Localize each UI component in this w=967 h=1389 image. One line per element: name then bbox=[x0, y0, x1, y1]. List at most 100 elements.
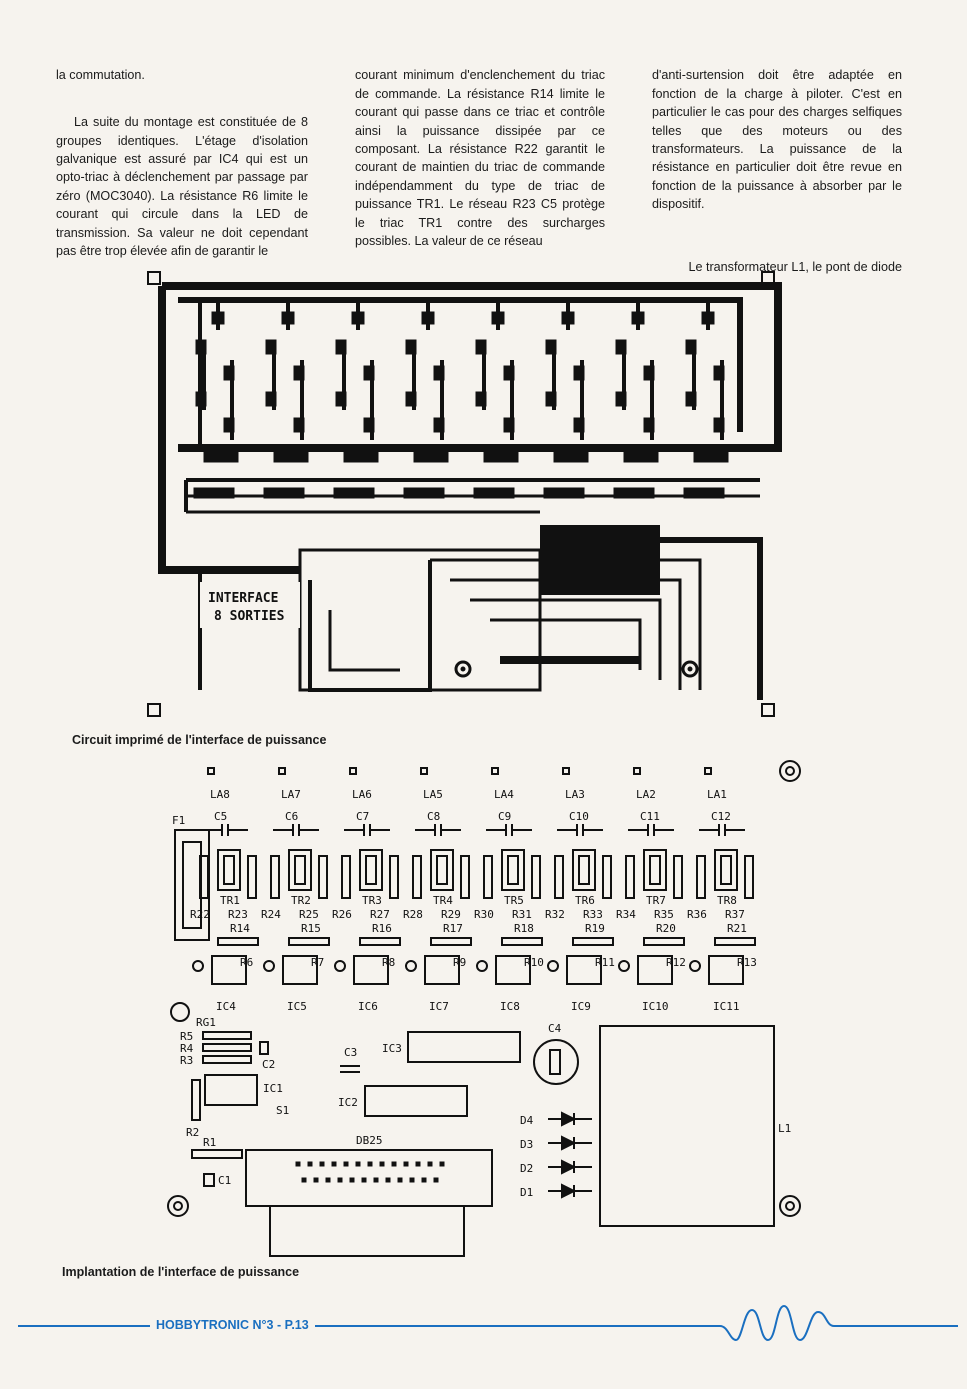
db25-pin bbox=[367, 1161, 373, 1167]
capacitor-label: C12 bbox=[711, 810, 731, 823]
pcb-pad bbox=[293, 365, 305, 381]
d4-label: D4 bbox=[520, 1114, 534, 1127]
capacitor-label: C10 bbox=[569, 810, 589, 823]
pcb-pad bbox=[573, 417, 585, 433]
db25-pin bbox=[415, 1161, 421, 1167]
db25-pin bbox=[439, 1161, 445, 1167]
pcb-pad-group bbox=[693, 451, 729, 463]
pcb-pad bbox=[405, 339, 417, 355]
pcb-pad bbox=[433, 365, 445, 381]
fuse-label: F1 bbox=[172, 814, 185, 827]
capacitor-label: C11 bbox=[640, 810, 660, 823]
capacitor-symbol bbox=[415, 824, 461, 836]
text-column-2: courant minimum d'enclenchement du triac… bbox=[355, 48, 605, 279]
resistor-label: R15 bbox=[301, 922, 321, 935]
paragraph: La suite du montage est constituée de 8 … bbox=[56, 115, 308, 259]
resistor-body bbox=[572, 937, 614, 946]
resistor-label: R10 bbox=[524, 956, 544, 969]
capacitor-symbol bbox=[486, 824, 532, 836]
d3-label: D3 bbox=[520, 1138, 533, 1151]
resistor-label: R28 bbox=[403, 908, 423, 921]
output-label: LA1 bbox=[707, 788, 727, 801]
triac-tab bbox=[294, 855, 306, 885]
diode-symbol bbox=[548, 1135, 592, 1151]
pcb-pad bbox=[643, 417, 655, 433]
triac-tab bbox=[436, 855, 448, 885]
pcb-pad bbox=[265, 391, 277, 407]
resistor-label: R24 bbox=[261, 908, 281, 921]
db25-pin bbox=[331, 1161, 337, 1167]
db25-pin bbox=[361, 1177, 367, 1183]
capacitor-label: C7 bbox=[356, 810, 369, 823]
resistor-label: R37 bbox=[725, 908, 745, 921]
resistor-body bbox=[531, 855, 541, 899]
output-pad bbox=[704, 767, 712, 775]
pad-ring bbox=[263, 960, 275, 972]
l1-label: L1 bbox=[778, 1122, 791, 1135]
triac-tab bbox=[365, 855, 377, 885]
resistor-label: R11 bbox=[595, 956, 615, 969]
output-pad bbox=[562, 767, 570, 775]
c4-label: C4 bbox=[548, 1022, 562, 1035]
pcb-pad-group bbox=[543, 487, 585, 499]
db25-pin bbox=[397, 1177, 403, 1183]
resistor-label: R18 bbox=[514, 922, 534, 935]
triac-label: TR8 bbox=[717, 894, 737, 907]
capacitor-symbol bbox=[202, 824, 248, 836]
opto-label: IC7 bbox=[429, 1000, 449, 1013]
triac-tab bbox=[578, 855, 590, 885]
pcb-pad bbox=[475, 339, 487, 355]
output-pad bbox=[207, 767, 215, 775]
pcb-pad bbox=[211, 311, 225, 325]
pad-ring bbox=[689, 960, 701, 972]
pcb-pad bbox=[643, 365, 655, 381]
resistor-body bbox=[318, 855, 328, 899]
db25-pin bbox=[337, 1177, 343, 1183]
triac-body bbox=[359, 849, 383, 891]
output-pad bbox=[420, 767, 428, 775]
resistor-body bbox=[602, 855, 612, 899]
opto-label: IC8 bbox=[500, 1000, 520, 1013]
pcb-pad bbox=[573, 365, 585, 381]
db25-pin bbox=[427, 1161, 433, 1167]
resistor-label: R25 bbox=[299, 908, 319, 921]
resistor-body bbox=[673, 855, 683, 899]
triac-label: TR1 bbox=[220, 894, 240, 907]
pcb-label-line2: 8 SORTIES bbox=[214, 609, 285, 624]
pcb-pad bbox=[223, 365, 235, 381]
resistor-label: R26 bbox=[332, 908, 352, 921]
pcb-pad bbox=[503, 365, 515, 381]
c3-label: C3 bbox=[344, 1046, 357, 1059]
pcb-pad bbox=[293, 417, 305, 433]
d1-label: D1 bbox=[520, 1186, 533, 1199]
resistor-label: R20 bbox=[656, 922, 676, 935]
resistor-body bbox=[501, 937, 543, 946]
pcb-drawing: INTERFACE 8 SORTIES bbox=[147, 271, 782, 717]
resistor-body bbox=[554, 855, 564, 899]
ic1-label: IC1 bbox=[263, 1082, 283, 1095]
triac-body bbox=[217, 849, 241, 891]
pcb-pad-group bbox=[613, 487, 655, 499]
ic3-label: IC3 bbox=[382, 1042, 402, 1055]
resistor-label: R34 bbox=[616, 908, 636, 921]
pcb-pad bbox=[631, 311, 645, 325]
db25-pin bbox=[403, 1161, 409, 1167]
pcb-pad bbox=[561, 311, 575, 325]
diode-symbol bbox=[548, 1159, 592, 1175]
pad-ring bbox=[618, 960, 630, 972]
resistor-label: R29 bbox=[441, 908, 461, 921]
resistor-label: R14 bbox=[230, 922, 250, 935]
ic2-label: IC2 bbox=[338, 1096, 358, 1109]
pcb-pad-group bbox=[623, 451, 659, 463]
capacitor-label: C9 bbox=[498, 810, 511, 823]
capacitor-label: C8 bbox=[427, 810, 440, 823]
pcb-pad bbox=[713, 365, 725, 381]
opto-body bbox=[637, 955, 673, 985]
pcb-pad bbox=[503, 417, 515, 433]
resistor-body bbox=[199, 855, 209, 899]
diode-symbol bbox=[548, 1111, 592, 1127]
c2-label: C2 bbox=[262, 1058, 275, 1071]
db25-pin bbox=[373, 1177, 379, 1183]
pcb-pad-group bbox=[483, 451, 519, 463]
